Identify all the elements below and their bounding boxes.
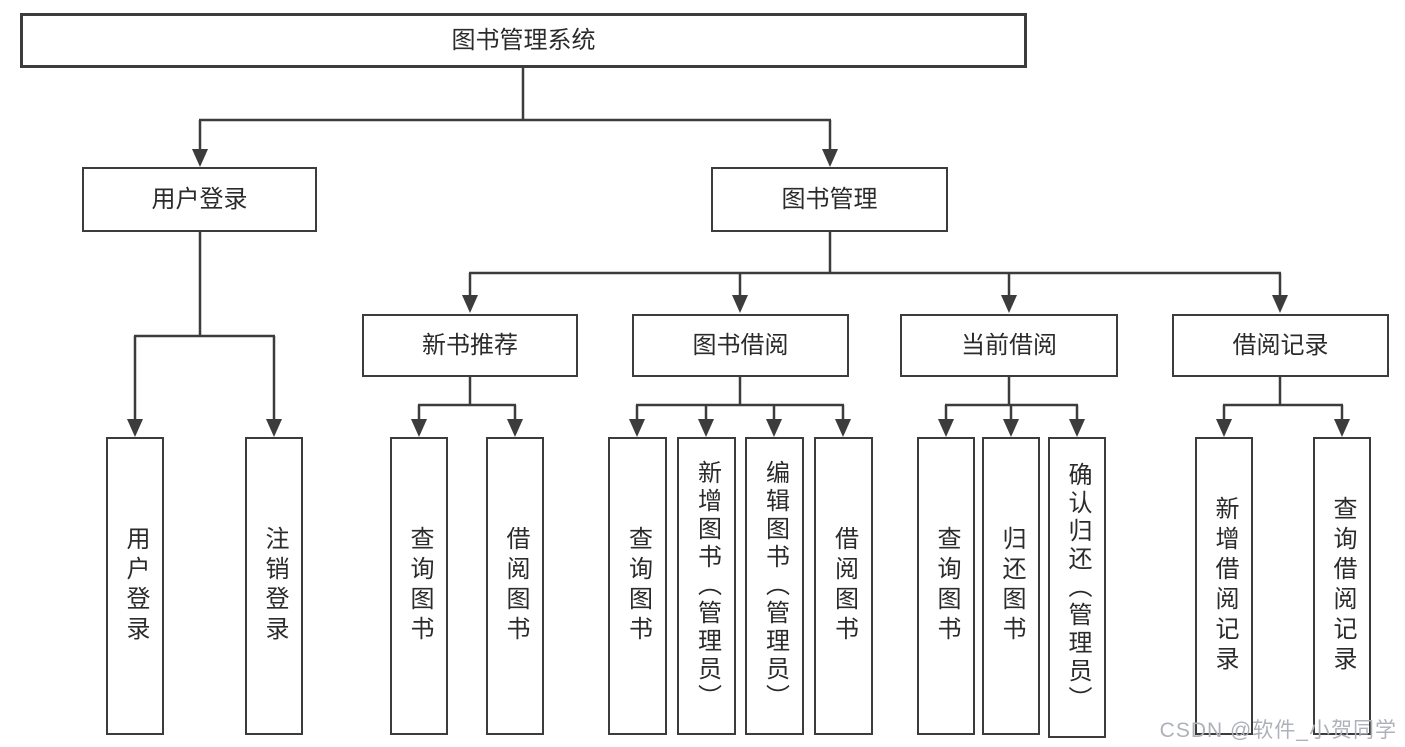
leaf-label: 新增借阅记录 — [1211, 496, 1238, 676]
leaf-borrow-books-recommend: 借阅图书 — [486, 437, 544, 735]
node-label: 当前借阅 — [961, 331, 1057, 359]
node-book-borrowing: 图书借阅 — [632, 314, 849, 377]
leaf-query-books-current: 查询图书 — [917, 437, 975, 735]
leaf-user-login: 用户登录 — [106, 437, 164, 735]
leaf-logout: 注销登录 — [245, 437, 303, 735]
leaf-confirm-return-admin: 确认归还（管理员） — [1048, 437, 1106, 738]
node-label: 图书借阅 — [692, 331, 789, 359]
leaf-label: 查询图书 — [933, 526, 960, 646]
node-new-book-recommendation: 新书推荐 — [362, 314, 578, 377]
node-book-management: 图书管理 — [711, 167, 948, 232]
leaf-label: 借阅图书 — [502, 526, 529, 646]
leaf-label: 归还图书 — [998, 526, 1025, 646]
leaf-edit-book-admin: 编辑图书（管理员） — [745, 437, 804, 735]
leaf-query-borrow-record: 查询借阅记录 — [1313, 437, 1371, 735]
node-library-management-system: 图书管理系统 — [20, 13, 1027, 68]
leaf-label: 借阅图书 — [830, 526, 858, 646]
leaf-label: 注销登录 — [261, 526, 288, 646]
node-label: 用户登录 — [151, 185, 248, 213]
node-borrowing-records: 借阅记录 — [1172, 314, 1389, 377]
leaf-add-borrow-record: 新增借阅记录 — [1195, 437, 1253, 735]
leaf-label: 编辑图书（管理员） — [761, 460, 789, 712]
csdn-watermark: CSDN @软件_小贺同学 — [1159, 719, 1397, 742]
node-user-login: 用户登录 — [82, 167, 317, 232]
leaf-label: 查询图书 — [406, 526, 433, 646]
leaf-query-books-recommend: 查询图书 — [390, 437, 448, 735]
node-label: 图书管理 — [781, 185, 878, 213]
leaf-query-books-borrow: 查询图书 — [608, 437, 667, 735]
leaf-label: 新增图书（管理员） — [693, 460, 721, 712]
leaf-label: 查询借阅记录 — [1329, 496, 1356, 676]
leaf-borrow-books: 借阅图书 — [814, 437, 873, 735]
node-label: 新书推荐 — [422, 331, 518, 359]
node-current-borrowing: 当前借阅 — [900, 314, 1118, 377]
leaf-label: 确认归还（管理员） — [1064, 461, 1091, 714]
leaf-add-book-admin: 新增图书（管理员） — [677, 437, 736, 735]
node-label: 借阅记录 — [1232, 331, 1329, 359]
leaf-label: 用户登录 — [122, 526, 149, 646]
leaf-return-books: 归还图书 — [982, 437, 1040, 735]
leaf-label: 查询图书 — [624, 526, 652, 646]
node-label: 图书管理系统 — [451, 26, 596, 54]
